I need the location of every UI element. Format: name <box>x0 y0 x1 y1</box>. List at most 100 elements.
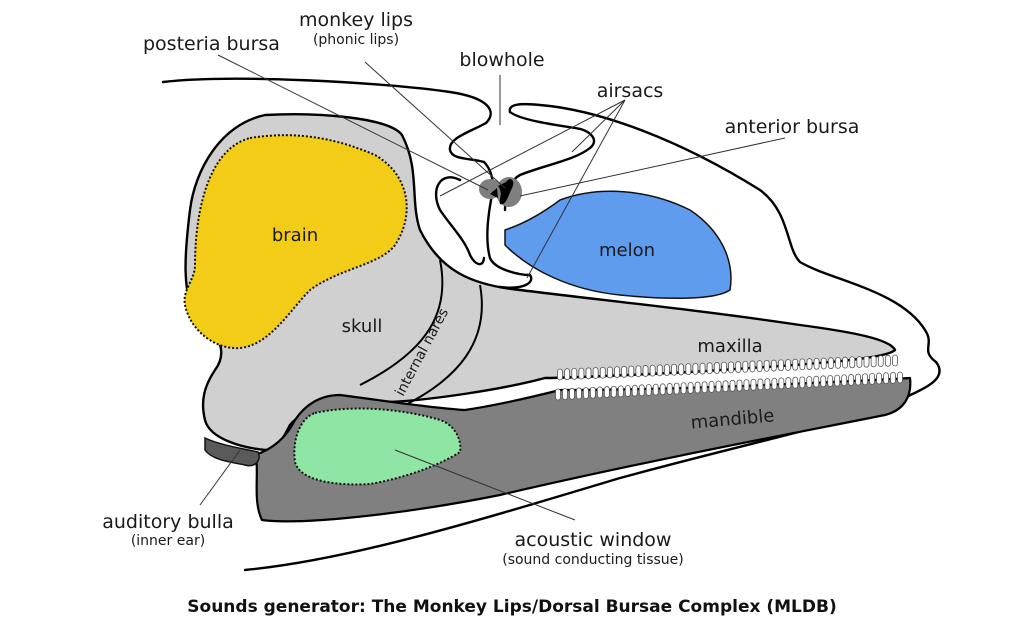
label-auditory-bulla: auditory bulla <box>102 511 234 533</box>
tooth <box>671 363 677 376</box>
tooth <box>862 373 869 386</box>
label-blowhole: blowhole <box>459 49 544 71</box>
tooth <box>652 383 659 396</box>
label-maxilla: maxilla <box>697 336 762 357</box>
tooth <box>678 363 685 376</box>
leader-acoustic-window <box>394 449 576 521</box>
tooth <box>778 377 785 390</box>
internal-nares-band <box>359 259 483 411</box>
head-outline-upper <box>161 77 941 402</box>
tooth <box>635 365 642 378</box>
tooth <box>687 382 694 394</box>
tooth <box>863 355 870 368</box>
tooth <box>736 379 743 392</box>
tooth <box>606 366 613 379</box>
tooth <box>749 360 756 373</box>
label-acoustic-window-sub: (sound conducting tissue) <box>502 552 684 568</box>
leader-airsacs-2 <box>571 99 626 153</box>
tooth <box>649 364 656 377</box>
tooth <box>757 378 764 391</box>
tooth <box>842 356 849 369</box>
tooth <box>813 357 820 370</box>
tooth <box>869 372 875 385</box>
auditory-bulla-shape <box>204 436 260 467</box>
tooth <box>694 381 701 394</box>
tooth <box>820 375 827 388</box>
tooth <box>569 387 575 400</box>
tooth <box>792 376 799 389</box>
tooth <box>673 382 680 395</box>
tooth <box>778 359 784 372</box>
tooth <box>876 372 882 385</box>
tooth <box>562 388 568 401</box>
tooth <box>564 368 571 381</box>
tooth <box>827 375 834 387</box>
tooth <box>617 385 624 398</box>
tooth <box>645 384 652 396</box>
brain-shape <box>183 134 408 350</box>
tooth <box>813 375 820 388</box>
tooth <box>642 365 649 377</box>
tooth <box>596 386 603 399</box>
tooth <box>890 371 896 384</box>
tooth <box>715 380 722 393</box>
lower-teeth <box>555 371 903 401</box>
melon-shape <box>504 190 732 299</box>
upper-teeth <box>557 354 898 381</box>
tooth <box>659 383 666 396</box>
label-auditory-bulla-sub: (inner ear) <box>131 533 205 549</box>
tooth <box>763 359 770 372</box>
tooth <box>666 383 673 395</box>
tooth <box>771 377 778 390</box>
acoustic-window-shape <box>293 407 462 486</box>
tooth <box>631 384 638 397</box>
tooth <box>735 361 742 373</box>
tooth <box>855 373 862 386</box>
tooth <box>614 366 620 379</box>
tooth <box>708 380 715 393</box>
tooth <box>628 365 635 378</box>
tooth <box>897 371 903 384</box>
tooth <box>792 358 799 371</box>
tooth <box>713 362 720 374</box>
tooth <box>834 374 841 387</box>
tooth <box>743 379 750 392</box>
tooth <box>621 365 628 378</box>
tooth <box>638 384 645 397</box>
leader-auditory-bulla <box>199 449 241 506</box>
tooth <box>892 354 898 367</box>
tooth <box>883 372 889 385</box>
label-anterior-bursa: anterior bursa <box>725 116 860 138</box>
tooth <box>692 362 699 375</box>
tooth <box>599 366 606 379</box>
label-melon: melon <box>599 240 655 261</box>
monkey-lips-shape <box>490 179 514 205</box>
tooth <box>856 356 863 368</box>
tooth <box>680 382 687 395</box>
tooth <box>583 387 589 400</box>
tooth <box>664 364 670 376</box>
tooth <box>820 357 827 370</box>
leader-airsacs-3 <box>526 99 626 279</box>
label-acoustic-window: acoustic window <box>515 529 672 551</box>
tooth <box>722 380 729 393</box>
tooth <box>835 356 841 369</box>
tooth <box>578 367 585 380</box>
tooth <box>877 355 884 367</box>
leader-airsacs-1 <box>439 99 626 197</box>
leader-monkey-lips <box>364 61 506 189</box>
tooth <box>764 378 771 390</box>
tooth <box>701 381 708 394</box>
tooth <box>721 361 727 374</box>
tooth <box>799 358 806 371</box>
tooth <box>576 387 582 400</box>
label-airsacs: airsacs <box>597 80 664 102</box>
label-monkey-lips-sub: (phonic lips) <box>313 32 399 48</box>
tooth <box>571 368 578 380</box>
tooth <box>806 358 813 370</box>
tooth <box>848 374 855 386</box>
tooth <box>827 357 834 370</box>
label-brain: brain <box>272 225 318 246</box>
tooth <box>656 364 663 377</box>
